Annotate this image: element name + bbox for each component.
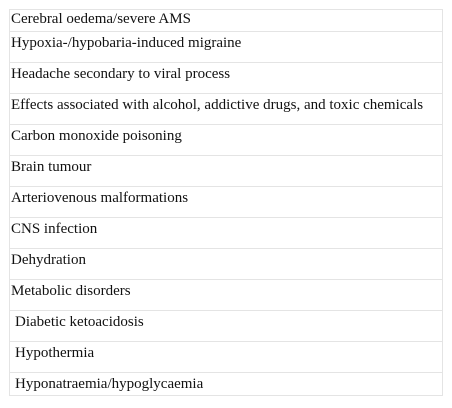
row-label: Carbon monoxide poisoning — [11, 128, 182, 144]
row-label: Headache secondary to viral process — [11, 66, 231, 82]
row-label: Hypothermia — [15, 345, 95, 361]
table-row: Hypoxia-/hypobaria-induced migraine — [10, 32, 442, 63]
table-row: Metabolic disorders — [10, 280, 442, 311]
table-row: CNS infection — [10, 218, 442, 249]
row-label: Hyponatraemia/hypoglycaemia — [15, 376, 204, 392]
row-label: Hypoxia-/hypobaria-induced migraine — [11, 35, 242, 51]
row-label: Diabetic ketoacidosis — [15, 314, 144, 330]
table-row: Arteriovenous malformations — [10, 187, 442, 218]
table-row: Brain tumour — [10, 156, 442, 187]
row-label: Effects associated with alcohol, addicti… — [11, 97, 424, 113]
table-row: Cerebral oedema/severe AMS — [10, 10, 442, 32]
row-label: Cerebral oedema/severe AMS — [11, 11, 191, 27]
table-row: Dehydration — [10, 249, 442, 280]
table-row-sub: Hypothermia — [10, 342, 442, 373]
table-row: Headache secondary to viral process — [10, 63, 442, 94]
row-label: Arteriovenous malformations — [11, 190, 189, 206]
table-row: Effects associated with alcohol, addicti… — [10, 94, 442, 125]
table-row-sub: Diabetic ketoacidosis — [10, 311, 442, 342]
table-row: Carbon monoxide poisoning — [10, 125, 442, 156]
row-label: Brain tumour — [11, 159, 92, 175]
row-label: CNS infection — [11, 221, 98, 237]
differential-diagnosis-table: Cerebral oedema/severe AMS Hypoxia-/hypo… — [9, 9, 443, 396]
row-label: Metabolic disorders — [11, 283, 131, 299]
table-row-sub: Hyponatraemia/hypoglycaemia — [10, 373, 442, 396]
row-label: Dehydration — [11, 252, 86, 268]
